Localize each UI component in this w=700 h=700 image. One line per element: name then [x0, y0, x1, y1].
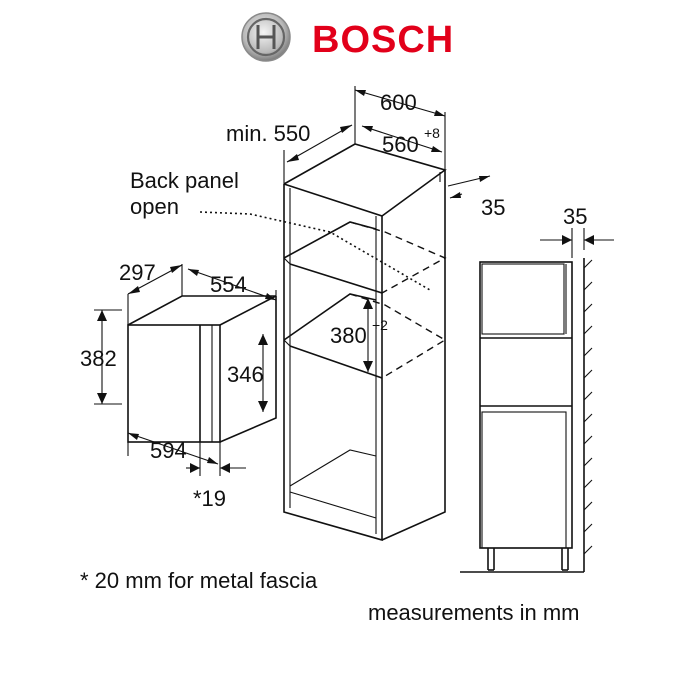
brand-name: BOSCH [312, 19, 454, 61]
cabinet-inner-width-tolerance: +8 [424, 125, 440, 141]
dim-560: 560 +8 [361, 125, 443, 157]
cabinet-inner-width-label: 560 [382, 132, 419, 157]
cabinet-outer-width-label: 600 [380, 90, 417, 115]
microwave-drawing [94, 264, 277, 476]
microwave-depth-label: 297 [119, 260, 156, 285]
microwave-top-width-label: 554 [210, 272, 247, 297]
back-panel-callout: Back panel open [130, 168, 431, 291]
fascia-thickness-label: *19 [193, 486, 226, 511]
cabinet-min-depth-label: min. 550 [226, 121, 310, 146]
microwave-outer-height-label: 382 [80, 346, 117, 371]
cabinet-back-gap-label: 35 [481, 195, 505, 220]
dim-594: 594 [127, 432, 219, 465]
dim-346: 346 [227, 334, 268, 412]
dim-600: 600 [354, 86, 446, 170]
dim-19: *19 [186, 463, 246, 511]
fascia-footnote: * 20 mm for metal fascia [80, 568, 318, 593]
microwave-front-width-label: 594 [150, 438, 187, 463]
side-view-drawing [460, 258, 593, 573]
back-panel-label-line1: Back panel [130, 168, 239, 193]
niche-height-tolerance: +2 [372, 317, 388, 333]
dim-297: 297 [119, 260, 183, 295]
cabinet-drawing [283, 143, 447, 542]
microwave-inner-height-label: 346 [227, 362, 264, 387]
bosch-logo-icon [241, 12, 291, 62]
dim-554: 554 [187, 268, 277, 301]
back-panel-label-line2: open [130, 194, 179, 219]
wall-gap-label: 35 [563, 204, 587, 229]
niche-height-label: 380 [330, 323, 367, 348]
dim-382: 382 [80, 310, 117, 404]
dim-wall-35: 35 [540, 204, 614, 258]
dim-380: 380 +2 [330, 298, 388, 372]
dim-back-35: 35 [447, 175, 505, 220]
units-note: measurements in mm [368, 600, 580, 625]
dim-min-550: min. 550 [226, 121, 353, 184]
